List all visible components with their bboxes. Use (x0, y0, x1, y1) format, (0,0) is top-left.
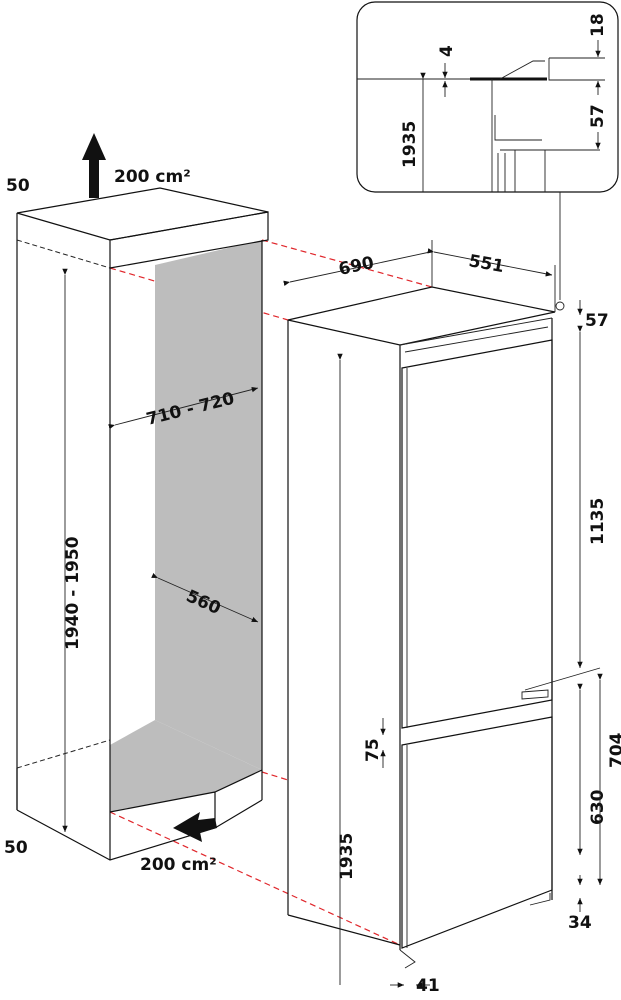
detail-inset: 4 18 57 1935 (356, 1, 619, 311)
lower-door (401, 716, 553, 949)
inset-height-label: 1935 (400, 121, 420, 168)
inset-offset-label: 57 (588, 104, 608, 128)
vent-bottom-label: 200 cm² (140, 855, 217, 875)
gap-bottom-label: 50 (4, 838, 28, 858)
airflow-up-arrow-icon (82, 133, 106, 198)
foot-height-label: 34 (568, 913, 592, 933)
gap-top-label: 50 (6, 176, 30, 196)
appliance: 690 551 57 1135 630 704 34 75 1935 41 (283, 240, 621, 996)
foot-depth-label: 41 (416, 976, 440, 996)
lower-door-label: 630 (588, 789, 608, 825)
top-offset-label: 57 (585, 311, 609, 331)
upper-door-label: 1135 (588, 498, 608, 545)
depth-label: 690 (337, 253, 376, 280)
lower-section-label: 704 (607, 732, 621, 768)
cabinet-niche: 200 cm² 200 cm² 50 50 1940 - 1950 710 - … (4, 133, 269, 875)
niche-height-label: 1940 - 1950 (63, 536, 83, 650)
total-height-label: 1935 (337, 833, 357, 880)
upper-door (401, 339, 553, 729)
vent-top-label: 200 cm² (114, 167, 191, 187)
inset-gap-label: 4 (437, 45, 457, 57)
door-gap-label: 75 (363, 738, 383, 762)
inset-thickness-label: 18 (588, 13, 608, 37)
airflow-in-arrow-icon (173, 812, 217, 842)
width-label: 551 (467, 251, 505, 277)
